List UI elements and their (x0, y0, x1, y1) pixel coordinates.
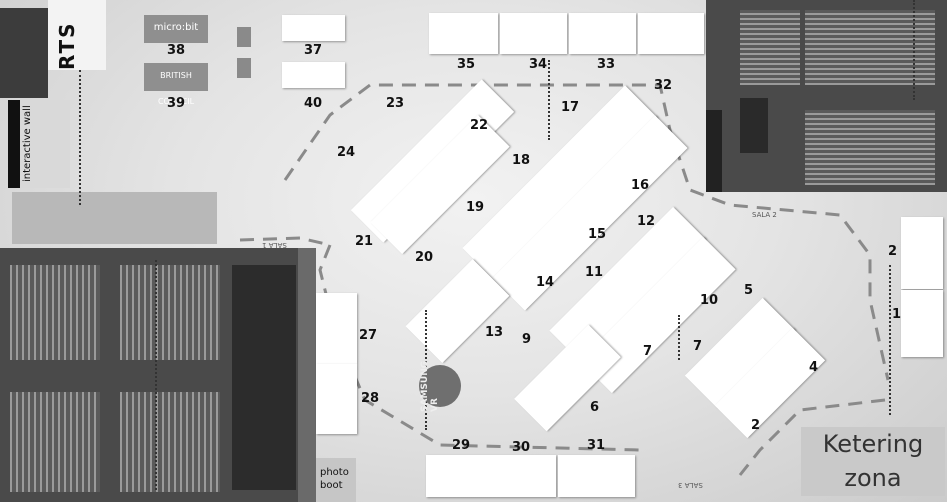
stand-number: 14 (536, 275, 555, 290)
stand-29-30[interactable] (426, 455, 556, 497)
rts-label: RTS (55, 21, 79, 70)
truss (79, 70, 81, 205)
stand-number: 18 (512, 153, 531, 168)
stand-number: 12 (637, 214, 656, 229)
hall-entrance (706, 110, 722, 192)
stand-number: 2 (888, 244, 898, 259)
stand-number: 19 (466, 200, 485, 215)
stand-number: 6 (590, 400, 600, 415)
truss (155, 260, 157, 490)
stand-28[interactable] (316, 364, 357, 434)
stand-number: 35 (457, 57, 476, 72)
stand-number: 7 (643, 344, 653, 359)
truss (913, 0, 915, 100)
stand-number: 13 (485, 325, 504, 340)
seating-block (120, 265, 220, 360)
vr-label: SAMSUNG VR (420, 360, 440, 412)
stand-number: 24 (337, 145, 356, 160)
stand-number: 27 (359, 328, 378, 343)
seating-block (120, 392, 220, 492)
lounge-area (12, 192, 217, 244)
stand-number: 16 (631, 178, 650, 193)
truss (678, 315, 680, 360)
stage (232, 265, 296, 490)
catering-label: Ketering zona (822, 430, 924, 492)
sponsor-post (237, 58, 251, 78)
stage (740, 98, 768, 153)
stand-40[interactable] (282, 62, 345, 88)
vr-zone (419, 365, 461, 407)
interactive-wall (20, 100, 70, 188)
sponsor-post (237, 27, 251, 47)
sala-3-label: SALA 3 (678, 481, 703, 489)
interactive-wall-label: interactive wall (22, 105, 33, 182)
stand-number: 23 (386, 96, 405, 111)
stand-number: 30 (512, 440, 531, 455)
sala-2-label: SALA 2 (752, 211, 777, 219)
seating-block (805, 10, 935, 85)
stand-number: 29 (452, 438, 471, 453)
catering-zone (801, 427, 945, 496)
stand-31[interactable] (558, 455, 635, 497)
stand-number: 20 (415, 250, 434, 265)
stand-2[interactable] (901, 217, 943, 289)
stand-number: 7 (693, 339, 703, 354)
stand-number: 2 (751, 418, 761, 433)
stand-33[interactable] (569, 13, 636, 54)
stand-number: 10 (700, 293, 719, 308)
stand-number: 4 (809, 360, 819, 375)
seating-block (805, 110, 935, 185)
stand-number: 28 (361, 391, 380, 406)
stand-number: 22 (470, 118, 489, 133)
stand-number: 17 (561, 100, 580, 115)
stand-number: 21 (355, 234, 374, 249)
photo-booth-label: photo boot (320, 467, 349, 491)
seating-block (10, 265, 100, 360)
corner-block (0, 8, 48, 98)
stand-32[interactable] (638, 13, 704, 54)
rts-panel (48, 0, 106, 70)
sala-1-label: SALA 1 (262, 241, 287, 249)
hall-wall (298, 248, 316, 502)
british-council-logo: BRITISH COUNCIL (144, 63, 208, 106)
seating-block (10, 392, 100, 492)
seating-block (740, 10, 800, 85)
stand-number: 39 (167, 96, 186, 111)
stand-37[interactable] (282, 15, 345, 41)
stand-number: 32 (654, 78, 673, 93)
stand-number: 33 (597, 57, 616, 72)
stand-number: 5 (744, 283, 754, 298)
stand-35[interactable] (429, 13, 498, 54)
interactive-wall-bar (8, 100, 20, 188)
stand-number: 1 (892, 307, 902, 322)
truss (548, 60, 550, 140)
stand-number: 31 (587, 438, 606, 453)
stand-34[interactable] (500, 13, 567, 54)
stand-number: 37 (304, 43, 323, 58)
stand-27[interactable] (316, 293, 357, 364)
stand-number: 40 (304, 96, 323, 111)
stand-number: 9 (522, 332, 532, 347)
stand-number: 38 (167, 43, 186, 58)
microbit-logo: micro:bit (144, 15, 208, 43)
stand-1[interactable] (901, 290, 943, 357)
stand-number: 15 (588, 227, 607, 242)
stand-number: 11 (585, 265, 604, 280)
truss (889, 265, 891, 415)
photo-booth (316, 458, 356, 502)
stand-number: 34 (529, 57, 548, 72)
